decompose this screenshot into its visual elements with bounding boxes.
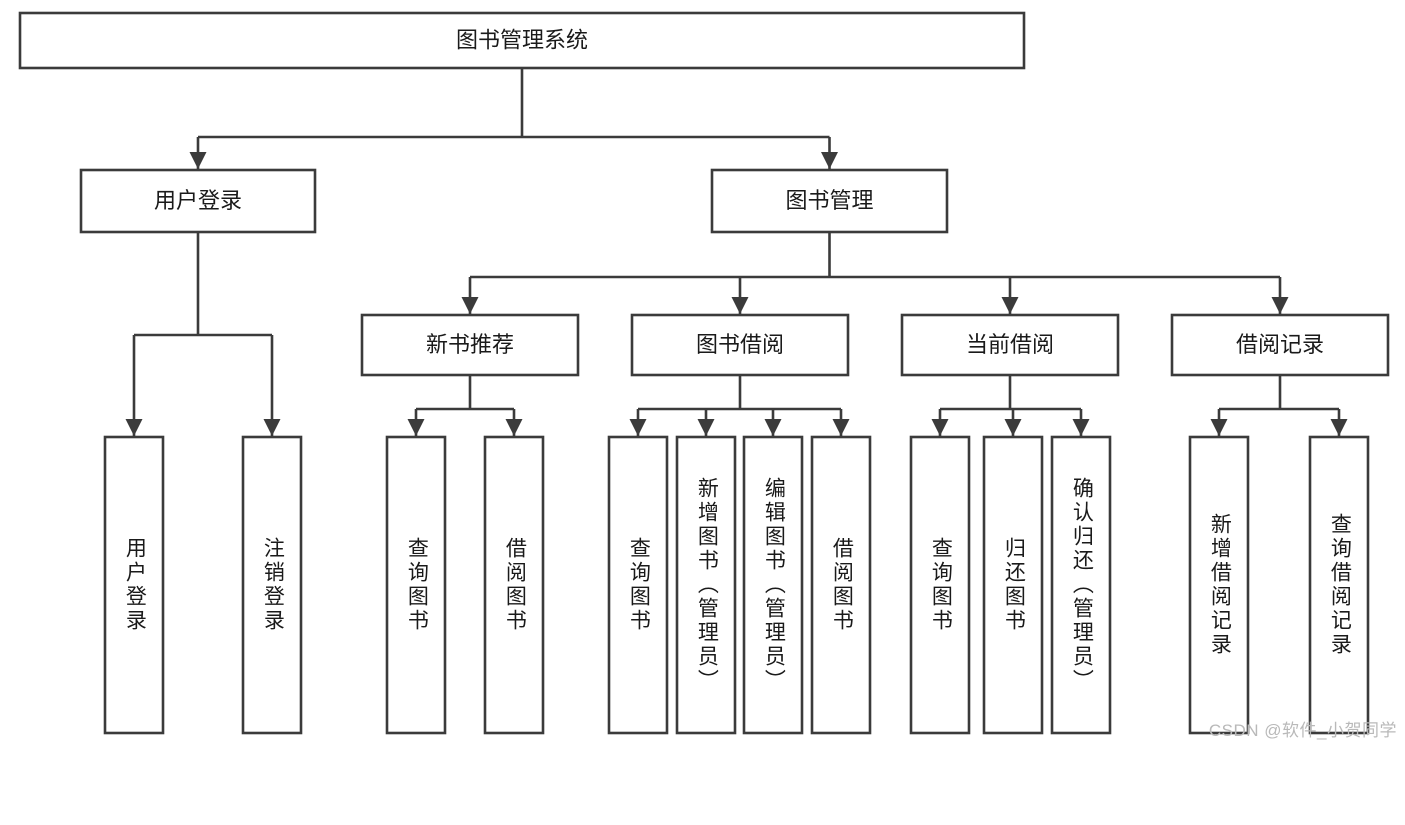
level3-node-box-borrow-record[interactable] bbox=[1170, 313, 1390, 377]
book-borrow-to-leaves-arrow-3 bbox=[832, 419, 850, 436]
book-manage-to-level3-arrow-3 bbox=[1271, 297, 1289, 314]
root-to-level2-arrow-0 bbox=[189, 152, 207, 169]
level2-node-box-user-login[interactable] bbox=[79, 168, 317, 234]
level3-node-box-current-borrow[interactable] bbox=[900, 313, 1120, 377]
level2-node-label-book-manage: 图书管理 bbox=[785, 188, 873, 213]
current-borrow-to-leaves-arrow-1 bbox=[1004, 419, 1022, 436]
leaf-node-box-leaf-user-login[interactable] bbox=[103, 435, 165, 735]
leaf-node-box-leaf-logout[interactable] bbox=[241, 435, 303, 735]
level2-node-box-book-manage[interactable] bbox=[710, 168, 949, 234]
user-login-to-leaves-arrow-1 bbox=[263, 419, 281, 436]
leaf-node-box-leaf-borrow-book-rec[interactable] bbox=[483, 435, 545, 735]
current-borrow-to-leaves-arrow-0 bbox=[931, 419, 949, 436]
level3-node-label-current-borrow: 当前借阅 bbox=[966, 332, 1054, 357]
level3-node-box-new-book-rec[interactable] bbox=[360, 313, 580, 377]
root-node-label: 图书管理系统 bbox=[456, 27, 588, 52]
connector-layer bbox=[125, 68, 1348, 436]
book-manage-to-level3-arrow-1 bbox=[731, 297, 749, 314]
level3-node-box-book-borrow[interactable] bbox=[630, 313, 850, 377]
book-manage-to-level3-arrow-0 bbox=[461, 297, 479, 314]
book-borrow-to-leaves-arrow-2 bbox=[764, 419, 782, 436]
new-book-rec-to-leaves-arrow-0 bbox=[407, 419, 425, 436]
leaf-node-box-leaf-edit-book[interactable] bbox=[742, 435, 804, 735]
node-box-layer bbox=[18, 11, 1390, 735]
level3-node-label-new-book-rec: 新书推荐 bbox=[426, 332, 514, 357]
borrow-record-to-leaves-arrow-0 bbox=[1210, 419, 1228, 436]
leaf-node-box-leaf-query-book-bb[interactable] bbox=[607, 435, 669, 735]
leaf-node-box-leaf-confirm-return[interactable] bbox=[1050, 435, 1112, 735]
book-borrow-to-leaves-arrow-0 bbox=[629, 419, 647, 436]
root-to-level2-arrow-1 bbox=[821, 152, 838, 169]
root-node-box[interactable] bbox=[18, 11, 1026, 70]
current-borrow-to-leaves-arrow-2 bbox=[1072, 419, 1090, 436]
borrow-record-to-leaves-arrow-1 bbox=[1330, 419, 1348, 436]
book-borrow-to-leaves-arrow-1 bbox=[697, 419, 715, 436]
flowchart-diagram: 图书管理系统用户登录图书管理新书推荐图书借阅当前借阅借阅记录 用户登录注销登录查… bbox=[18, 11, 1397, 740]
leaf-node-box-leaf-query-book-rec[interactable] bbox=[385, 435, 447, 735]
new-book-rec-to-leaves-arrow-1 bbox=[505, 419, 523, 436]
leaf-node-box-leaf-query-record[interactable] bbox=[1308, 435, 1370, 735]
book-manage-to-level3-arrow-2 bbox=[1001, 297, 1019, 314]
leaf-node-box-leaf-add-record[interactable] bbox=[1188, 435, 1250, 735]
user-login-to-leaves-arrow-0 bbox=[125, 419, 143, 436]
leaf-node-box-leaf-query-book-cb[interactable] bbox=[909, 435, 971, 735]
leaf-node-box-leaf-return-book[interactable] bbox=[982, 435, 1044, 735]
level2-node-label-user-login: 用户登录 bbox=[154, 188, 242, 213]
level3-node-label-borrow-record: 借阅记录 bbox=[1236, 332, 1324, 357]
leaf-node-box-leaf-add-book[interactable] bbox=[675, 435, 737, 735]
level3-node-label-book-borrow: 图书借阅 bbox=[696, 332, 784, 357]
leaf-node-box-leaf-borrow-book-bb[interactable] bbox=[810, 435, 872, 735]
watermark: CSDN @软件_小贺同学 bbox=[1208, 721, 1397, 740]
